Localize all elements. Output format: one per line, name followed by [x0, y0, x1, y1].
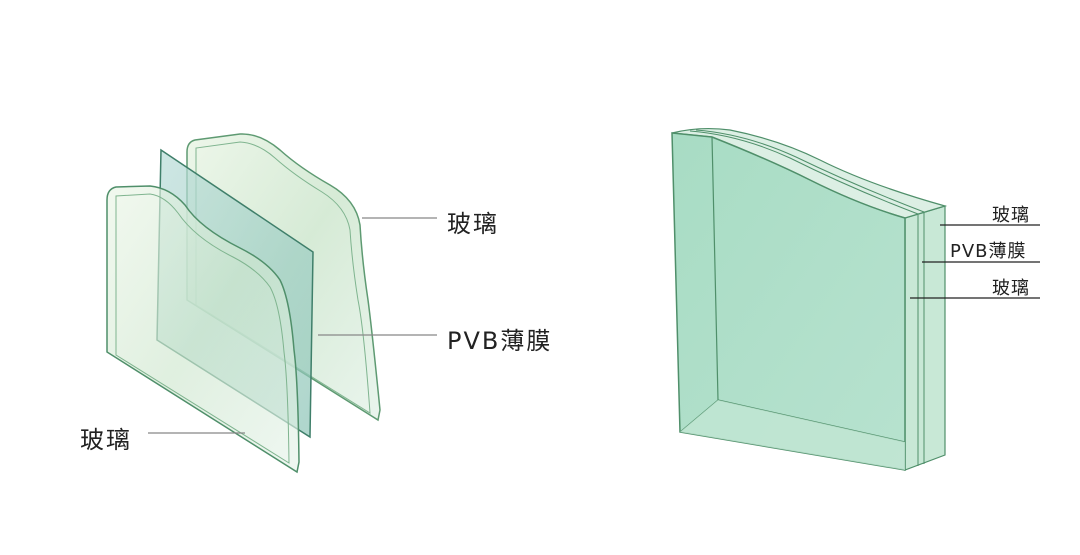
laminated-glass-block: [671, 127, 948, 471]
label-right-glass-outer: 玻璃: [992, 205, 1030, 226]
front-glass-pane: [106, 185, 300, 474]
label-back-glass: 玻璃: [447, 210, 499, 238]
label-right-glass-inner: 玻璃: [992, 278, 1030, 299]
label-front-glass: 玻璃: [80, 426, 132, 454]
label-film: PVB薄膜: [447, 327, 553, 355]
label-right-film: PVB薄膜: [950, 241, 1027, 262]
